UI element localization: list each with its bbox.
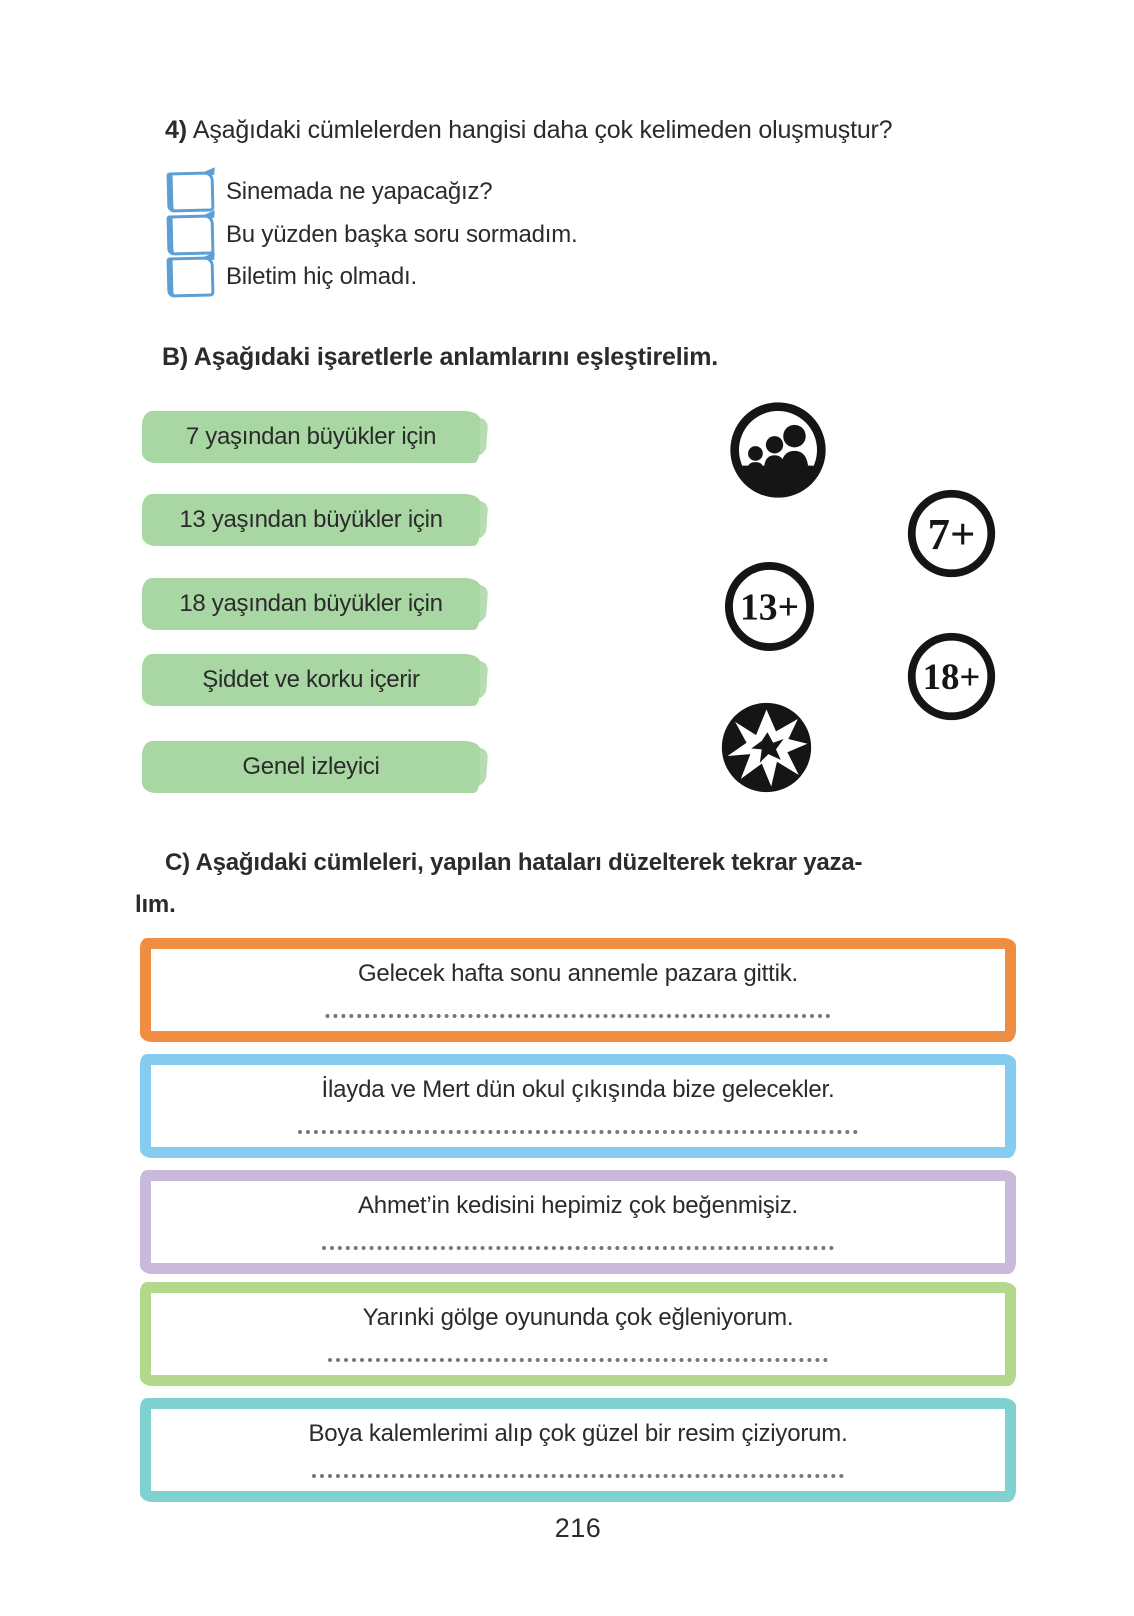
age-7-plus-text: 7+ (928, 509, 976, 559)
question-4-option-3: Biletim hiç olmadı. (166, 256, 417, 298)
section-c-heading-line1: C) Aşağıdaki cümleleri, yapılan hataları… (165, 849, 863, 876)
question-4-option-2: Bu yüzden başka soru sormadım. (166, 214, 578, 256)
rewrite-box-5: Boya kalemlerimi alıp çok güzel bir resi… (140, 1398, 1016, 1502)
sentence-text: İlayda ve Mert dün okul çıkışında bize g… (321, 1076, 835, 1103)
question-4-heading: 4)Aşağıdaki cümlelerden hangisi daha çok… (165, 114, 893, 146)
page-number: 216 (554, 1513, 602, 1543)
match-label-13-plus[interactable]: 13 yaşından büyükler için (142, 494, 480, 546)
question-prompt: Aşağıdaki cümlelerden hangisi daha çok k… (192, 116, 893, 144)
match-label-18-plus[interactable]: 18 yaşından büyükler için (142, 578, 480, 630)
answer-write-line[interactable] (298, 1130, 858, 1134)
match-label-violence[interactable]: Şiddet ve korku içerir (142, 654, 480, 706)
option-text: Sinemada ne yapacağız? (226, 178, 493, 205)
age-18-plus-text: 18+ (923, 656, 981, 697)
rewrite-box-2: İlayda ve Mert dün okul çıkışında bize g… (140, 1054, 1016, 1158)
section-b-heading: B) Aşağıdaki işaretlerle anlamlarını eşl… (162, 343, 719, 371)
answer-checkbox[interactable] (166, 256, 215, 298)
answer-write-line[interactable] (325, 1014, 831, 1018)
answer-checkbox[interactable] (166, 214, 215, 256)
sentence-text: Gelecek hafta sonu annemle pazara gittik… (357, 960, 799, 987)
answer-write-line[interactable] (322, 1246, 834, 1250)
question-number: 4) (165, 116, 187, 144)
age-13-plus-icon[interactable]: 13+ (720, 557, 819, 656)
section-c-heading: C) Aşağıdaki cümleleri, yapılan hataları… (135, 842, 1035, 926)
rewrite-box-1: Gelecek hafta sonu annemle pazara gittik… (140, 938, 1016, 1042)
age-18-plus-icon[interactable]: 18+ (903, 628, 1000, 725)
age-13-plus-text: 13+ (740, 586, 799, 628)
general-audience-icon[interactable] (726, 398, 830, 502)
option-text: Biletim hiç olmadı. (226, 263, 417, 290)
sentence-text: Ahmet’in kedisini hepimiz çok beğenmişiz… (358, 1192, 798, 1219)
sentence-text: Boya kalemlerimi alıp çok güzel bir resi… (308, 1420, 848, 1447)
age-7-plus-icon[interactable]: 7+ (903, 485, 1000, 582)
violence-fear-icon[interactable] (719, 700, 814, 795)
match-label-7-plus[interactable]: 7 yaşından büyükler için (142, 411, 480, 463)
answer-checkbox[interactable] (166, 171, 215, 213)
answer-write-line[interactable] (328, 1358, 828, 1362)
question-4-option-1: Sinemada ne yapacağız? (166, 171, 493, 213)
rewrite-box-4: Yarınki gölge oyununda çok eğleniyorum. (140, 1282, 1016, 1386)
option-text: Bu yüzden başka soru sormadım. (226, 221, 578, 248)
sentence-text: Yarınki gölge oyununda çok eğleniyorum. (362, 1304, 794, 1331)
answer-write-line[interactable] (312, 1474, 844, 1478)
match-label-general[interactable]: Genel izleyici (142, 741, 480, 793)
section-c-heading-line2: lım. (135, 891, 176, 918)
rewrite-box-3: Ahmet’in kedisini hepimiz çok beğenmişiz… (140, 1170, 1016, 1274)
